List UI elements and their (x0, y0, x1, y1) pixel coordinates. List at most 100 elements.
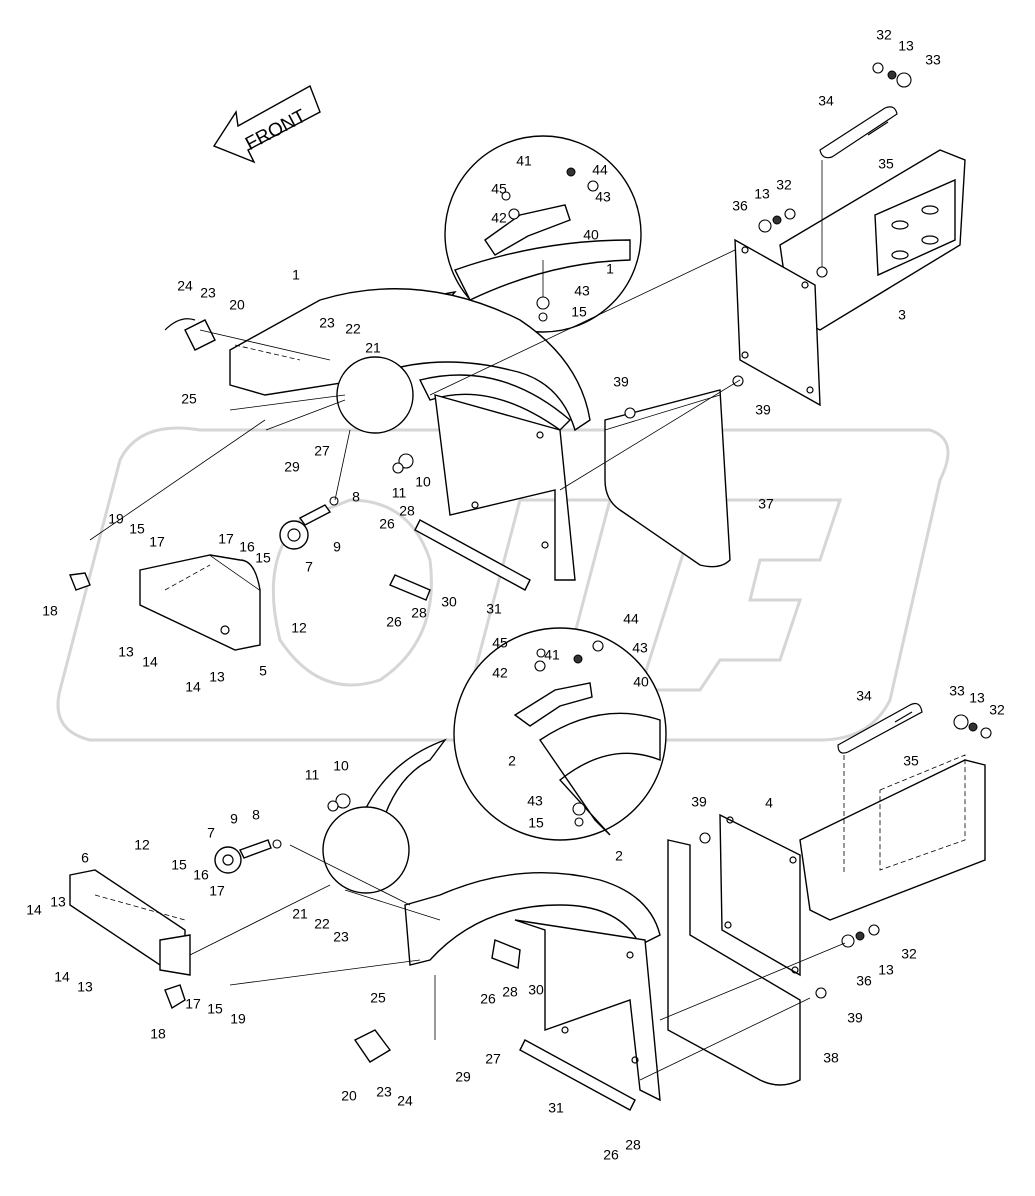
bolt-9-b (239, 839, 272, 859)
callout-41: 41 (516, 153, 532, 169)
callout-28: 28 (399, 503, 415, 519)
roller-7-b (214, 846, 242, 874)
detail-circle-bottom (453, 627, 667, 841)
callout-24: 24 (397, 1093, 413, 1109)
callout-7: 7 (207, 825, 215, 841)
callout-10: 10 (415, 474, 431, 490)
handle-34-bottom (837, 702, 923, 875)
callout-1: 1 (606, 261, 614, 277)
callout-13: 13 (898, 38, 914, 54)
callout-20: 20 (229, 297, 245, 313)
callout-5: 5 (259, 663, 267, 679)
ring-8-b (272, 839, 282, 849)
washer-13 (887, 70, 897, 80)
callout-21: 21 (365, 340, 381, 356)
callout-18: 18 (150, 1026, 166, 1042)
callout-11: 11 (305, 767, 320, 783)
callout-26: 26 (379, 516, 395, 532)
callout-34: 34 (856, 688, 872, 704)
callout-40: 40 (633, 674, 649, 690)
callout-9: 9 (333, 539, 341, 555)
washer-33 (896, 72, 912, 88)
callout-45: 45 (491, 181, 507, 197)
washer-13-side (772, 215, 782, 225)
sensor-20-top (164, 318, 216, 351)
detail-circle-small-bottom (322, 806, 410, 894)
mounting-bracket-3 (734, 149, 966, 407)
callout-23: 23 (200, 285, 216, 301)
callout-39: 39 (691, 794, 707, 810)
bolt-39 (624, 407, 636, 419)
callout-15: 15 (171, 857, 187, 873)
detail-circle-top (444, 135, 642, 333)
callout-39: 39 (755, 402, 771, 418)
callout-6: 6 (81, 850, 89, 866)
callout-45: 45 (492, 635, 508, 651)
callout-30: 30 (528, 982, 544, 998)
callout-23: 23 (376, 1084, 392, 1100)
callout-22: 22 (345, 321, 361, 337)
knob-18 (69, 572, 91, 591)
callout-36: 36 (732, 198, 748, 214)
callout-30: 30 (441, 594, 457, 610)
callout-34: 34 (818, 93, 834, 109)
nut-11-b (327, 800, 339, 812)
callout-36: 36 (856, 973, 872, 989)
callout-22: 22 (314, 916, 330, 932)
callout-31: 31 (486, 601, 502, 617)
callout-20: 20 (341, 1088, 357, 1104)
cap-10-b (335, 793, 351, 809)
callout-32: 32 (776, 177, 792, 193)
callout-3: 3 (898, 307, 906, 323)
washer-13-c (855, 931, 865, 941)
callout-35: 35 (878, 156, 894, 172)
callout-14: 14 (142, 654, 158, 670)
callout-44: 44 (623, 611, 639, 627)
callout-43: 43 (574, 283, 590, 299)
callout-13: 13 (878, 962, 894, 978)
callout-29: 29 (455, 1069, 471, 1085)
callout-25: 25 (181, 391, 197, 407)
callout-28: 28 (625, 1137, 641, 1153)
callout-37: 37 (758, 496, 774, 512)
mud-flap-37 (604, 389, 731, 568)
callout-42: 42 (491, 210, 507, 226)
bolt-39-c (699, 832, 711, 844)
roller-7 (279, 520, 309, 550)
knob-18-b (164, 984, 186, 1010)
callout-7: 7 (305, 559, 313, 575)
callout-13: 13 (77, 979, 93, 995)
callout-10: 10 (333, 758, 349, 774)
fender-1 (229, 288, 591, 581)
cap-10 (398, 453, 414, 469)
leader-lines-top (89, 249, 741, 591)
callout-15: 15 (129, 521, 145, 537)
callout-18: 18 (42, 603, 58, 619)
callout-11: 11 (392, 485, 407, 501)
callout-25: 25 (370, 990, 386, 1006)
callout-8: 8 (252, 807, 260, 823)
nut-11 (392, 462, 404, 474)
callout-13: 13 (209, 669, 225, 685)
washer-13-b (968, 722, 978, 732)
callout-13: 13 (754, 186, 770, 202)
callout-12: 12 (291, 620, 307, 636)
detail-pointer-bottom (363, 738, 447, 816)
sensor-20-bottom (353, 1029, 392, 1063)
fender-2 (404, 872, 661, 1102)
callout-38: 38 (823, 1050, 839, 1066)
callout-27: 27 (314, 443, 330, 459)
handle-34-top (816, 106, 898, 278)
bolt-32 (872, 62, 884, 74)
callout-35: 35 (903, 753, 919, 769)
bracket-6 (69, 869, 191, 976)
callout-13: 13 (50, 894, 66, 910)
pad-30-bottom (491, 939, 521, 969)
leader-lines-bottom (94, 844, 846, 1081)
callout-17: 17 (185, 996, 201, 1012)
callout-19: 19 (108, 511, 124, 527)
callout-26: 26 (386, 614, 402, 630)
callout-12: 12 (134, 837, 150, 853)
bolt-9 (298, 504, 332, 526)
